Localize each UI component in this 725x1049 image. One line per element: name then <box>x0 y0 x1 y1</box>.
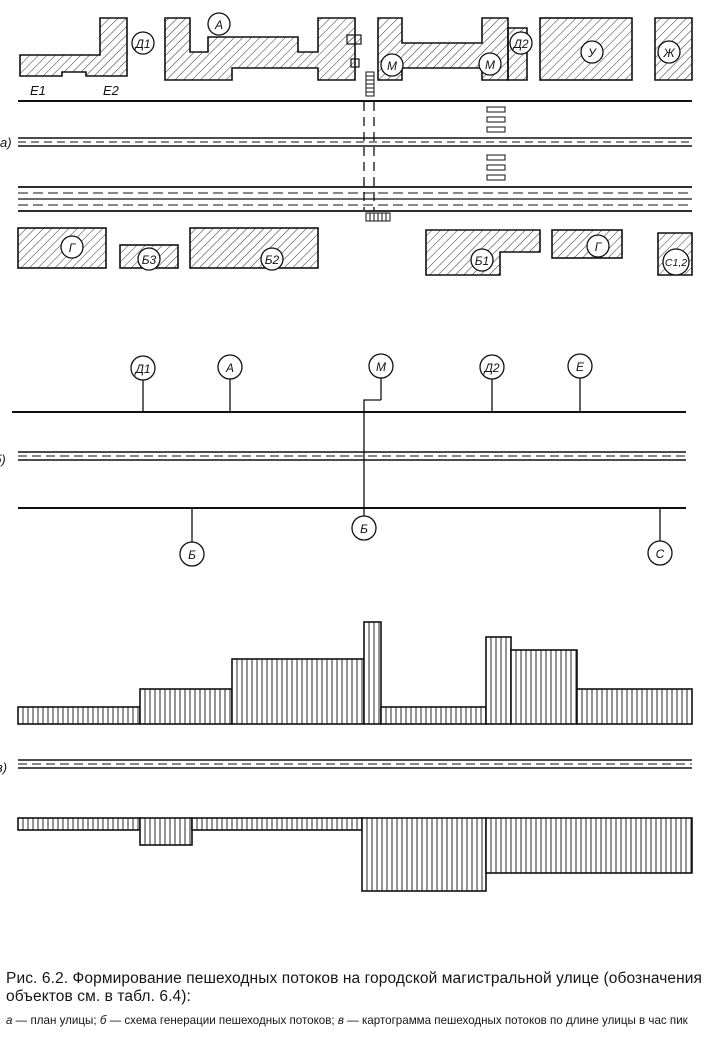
flow-segment <box>485 817 693 874</box>
caption-legend-part: б <box>99 1014 107 1027</box>
label-e1: Е1 <box>30 83 46 98</box>
panel-a-street-plan: а) Д1 А М <box>0 12 693 276</box>
flow-segment <box>17 706 141 725</box>
flow-segment <box>485 636 512 725</box>
node-b-2: Б <box>360 522 368 536</box>
flow-segment <box>363 621 382 725</box>
south-object-labels <box>60 234 690 276</box>
flow-segment <box>361 817 487 892</box>
label-u: У <box>587 46 597 60</box>
node-d2: Д2 <box>482 361 499 375</box>
flow-segment <box>576 688 693 725</box>
node-a: А <box>225 361 234 375</box>
zebra-crossing <box>486 106 506 181</box>
caption-legend-part: а <box>6 1014 13 1027</box>
label-b3: Б3 <box>142 253 157 267</box>
label-b1: Б1 <box>475 254 489 268</box>
flow-segment <box>139 817 193 846</box>
crossing-steps-north <box>365 71 375 97</box>
caption-legend-part: в <box>337 1014 344 1027</box>
cartogram-street-lines <box>18 759 692 769</box>
building-g-1 <box>17 227 107 269</box>
scheme-street-lines <box>12 411 686 509</box>
node-d1: Д1 <box>133 362 150 376</box>
building-b2 <box>189 227 319 269</box>
north-object-labels <box>131 12 681 77</box>
scheme-south-stems <box>191 508 661 542</box>
label-g-1: Г <box>69 241 77 255</box>
label-zh: Ж <box>662 46 675 60</box>
figure-caption-title: Рис. 6.2. Формирование пешеходных потоко… <box>6 970 703 1005</box>
caption-legend-part: — план улицы; <box>12 1014 100 1027</box>
label-g-2: Г <box>595 240 603 254</box>
label-m-1: М <box>387 59 397 73</box>
building-a <box>164 17 356 81</box>
north-flow-bars <box>17 621 693 725</box>
node-b-1: Б <box>188 548 196 562</box>
label-d1: Д1 <box>133 37 150 51</box>
label-s12: С1,2 <box>665 257 687 269</box>
scheme-north-node-circles <box>130 353 593 381</box>
node-e: Е <box>576 360 585 374</box>
label-a: А <box>214 18 223 32</box>
flow-segment <box>17 817 141 831</box>
south-flow-bars <box>17 817 693 892</box>
scheme-north-stems <box>142 378 581 516</box>
building-d1 <box>19 17 128 77</box>
panel-a-letter: а) <box>0 135 12 150</box>
panel-v-flow-cartogram: в) <box>0 621 693 892</box>
crossing-steps-south <box>365 212 391 222</box>
street-figure: а) Д1 А М <box>0 12 693 892</box>
label-m-2: М <box>485 58 495 72</box>
scheme-south-node-circles <box>179 515 673 567</box>
caption-legend-part: — картограмма пешеходных потоков по длин… <box>343 1014 688 1027</box>
node-c: С <box>656 547 665 561</box>
label-e2: Е2 <box>103 83 120 98</box>
label-b2: Б2 <box>265 253 280 267</box>
kiosk-2 <box>350 58 360 68</box>
panel-b-letter: б) <box>0 452 6 467</box>
flow-segment <box>139 688 233 725</box>
figure-caption-legend: а — план улицы; б — схема генерации пеше… <box>6 1014 718 1028</box>
flow-segment <box>380 706 487 725</box>
panel-v-letter: в) <box>0 760 7 775</box>
underground-crossing <box>363 102 375 210</box>
street-lines <box>18 100 692 212</box>
node-m: М <box>376 360 386 374</box>
panel-b-generation-scheme: б) Д1 А М Д2 Е <box>0 353 686 567</box>
kiosk-1 <box>346 34 362 45</box>
label-d2: Д2 <box>511 37 528 51</box>
caption-legend-part: — схема генерации пешеходных потоков; <box>106 1014 338 1027</box>
